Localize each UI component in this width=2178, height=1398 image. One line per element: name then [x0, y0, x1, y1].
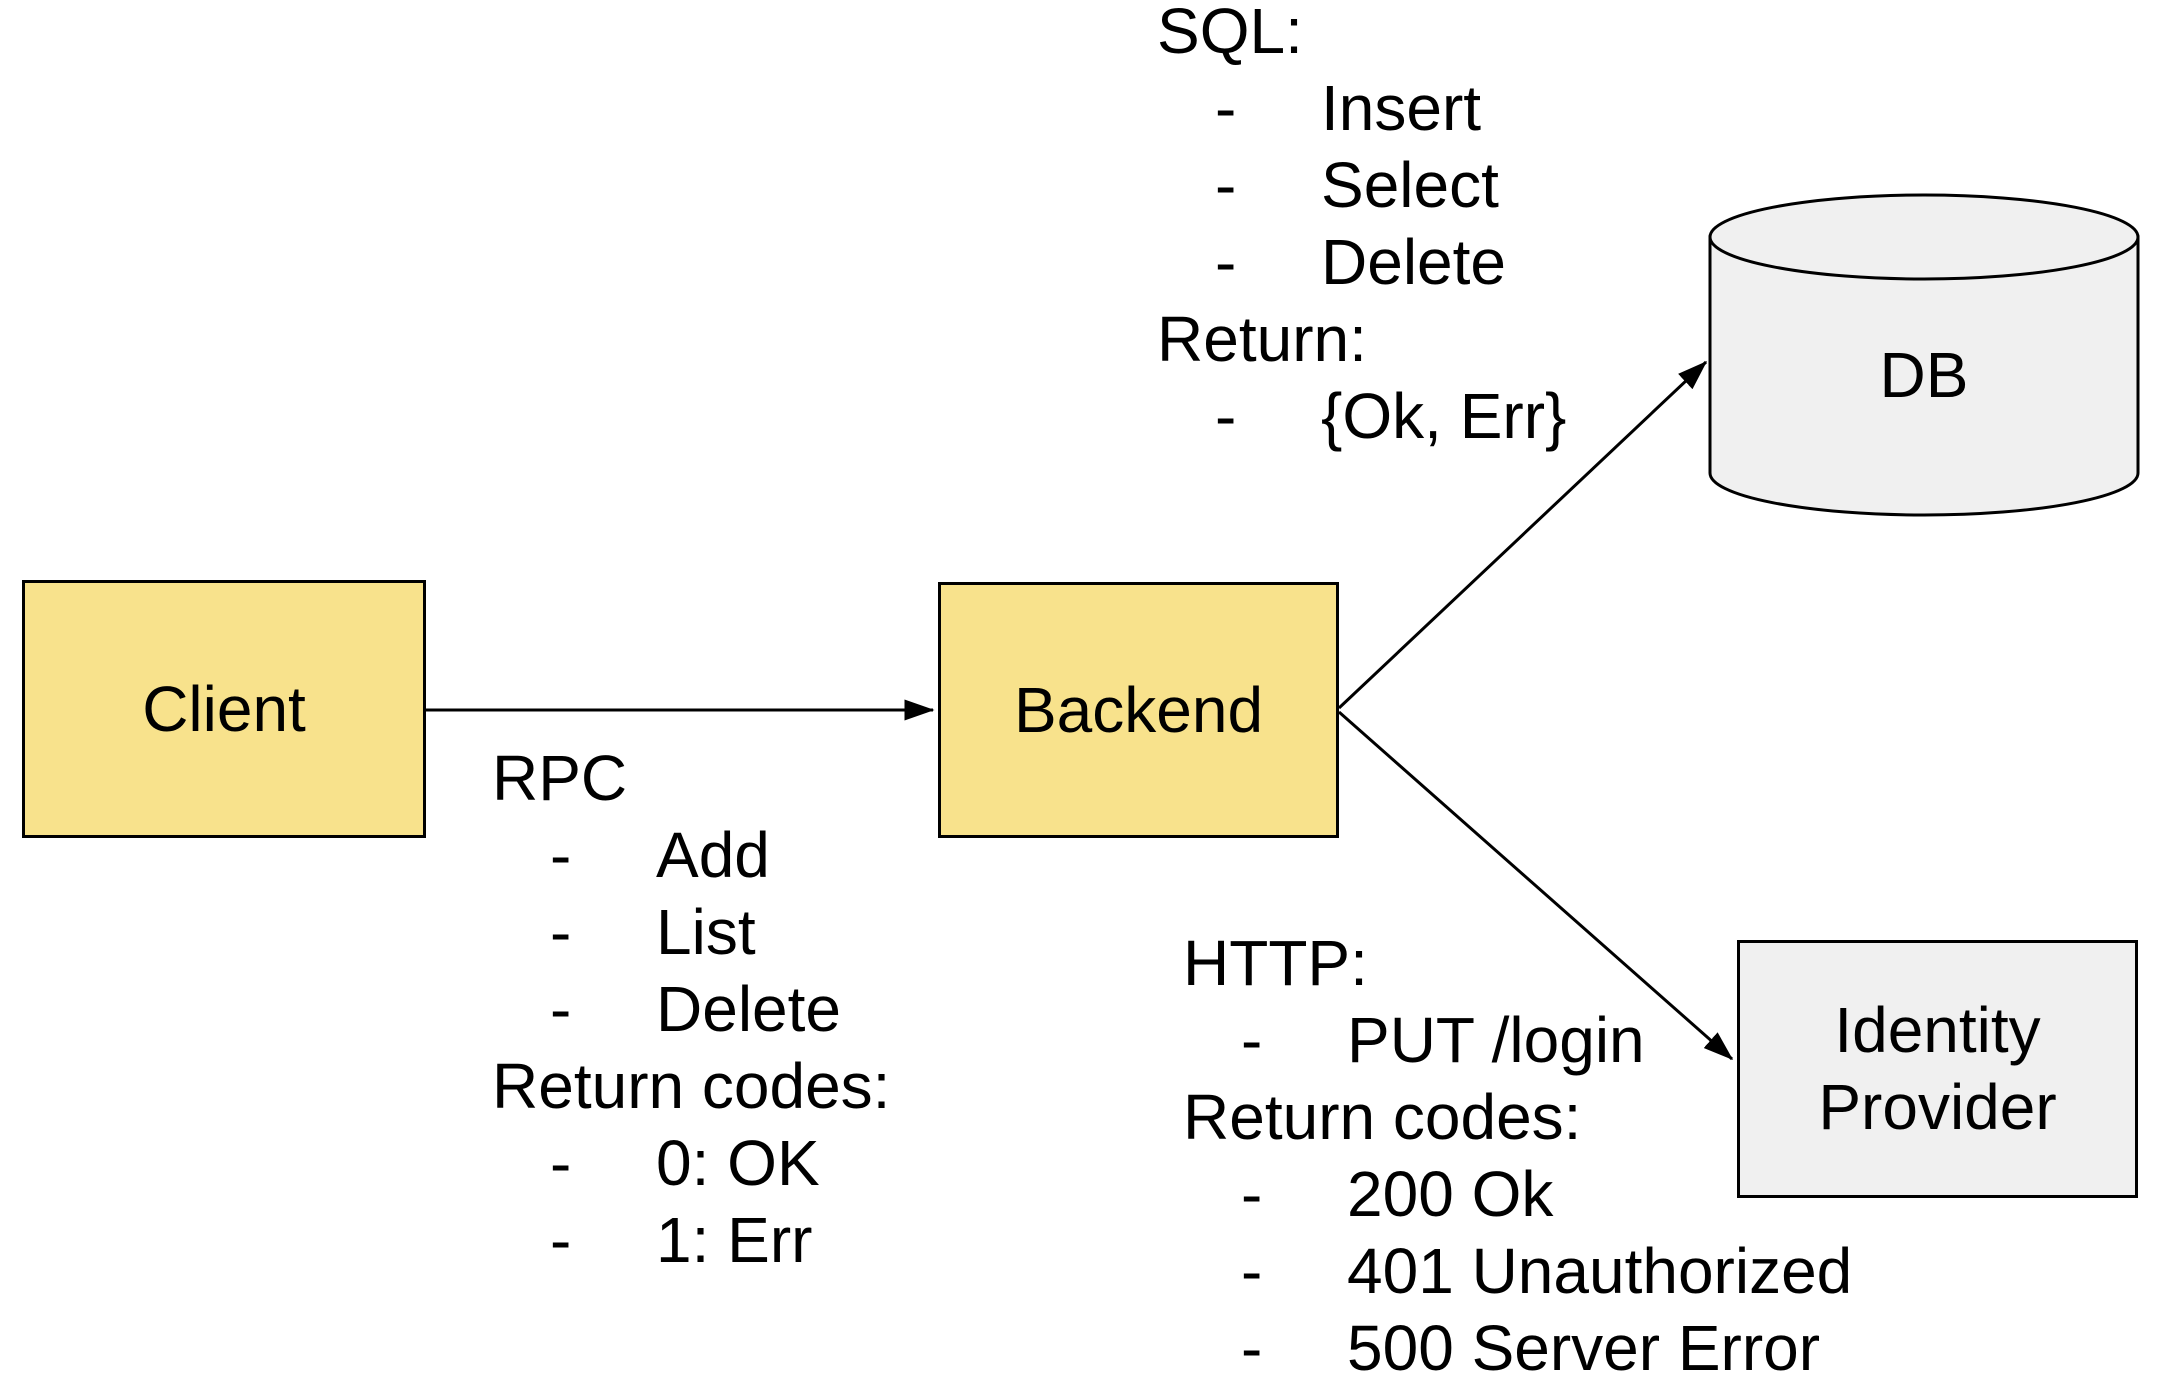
db-cylinder-body	[1708, 235, 2140, 517]
bullet-text: 0: OK	[656, 1127, 820, 1199]
bullet-text: List	[656, 896, 756, 968]
bullet-text: Insert	[1321, 72, 1482, 144]
bullet-text: 1: Err	[656, 1204, 813, 1276]
bullet-item: - PUT /login	[1183, 1002, 1852, 1079]
bullet-item: - 500 Server Error	[1183, 1310, 1852, 1387]
bullet-item: - 200 Ok	[1183, 1156, 1852, 1233]
bullet-item: - Add	[492, 817, 890, 894]
bullet-text: 500 Server Error	[1347, 1312, 1821, 1384]
node-client: Client	[22, 580, 426, 838]
bullet-text: 200 Ok	[1347, 1158, 1554, 1230]
node-backend-label: Backend	[1013, 673, 1264, 746]
bullet-item: - Select	[1157, 147, 1566, 224]
bullet-text: Delete	[1321, 226, 1506, 298]
annotation-rpc-return-title: Return codes:	[492, 1050, 891, 1122]
bullet-text: PUT /login	[1347, 1004, 1645, 1076]
node-client-label: Client	[142, 672, 306, 745]
bullet-dash: -	[550, 973, 572, 1045]
bullet-text: 401 Unauthorized	[1347, 1235, 1853, 1307]
annotation-rpc: RPC - Add - List - Delete Return codes: …	[492, 740, 890, 1279]
node-db-label: DB	[1879, 339, 1969, 411]
bullet-item: - List	[492, 894, 890, 971]
bullet-dash: -	[1215, 72, 1237, 144]
bullet-item: - 0: OK	[492, 1125, 890, 1202]
annotation-http-return-title: Return codes:	[1183, 1081, 1582, 1153]
bullet-dash: -	[1215, 226, 1237, 298]
bullet-item: - Delete	[1157, 224, 1566, 301]
bullet-dash: -	[550, 1204, 572, 1276]
node-identity-provider: Identity Provider	[1737, 940, 2138, 1198]
db-cylinder-top	[1708, 193, 2140, 281]
bullet-dash: -	[1215, 149, 1237, 221]
annotation-sql: SQL: - Insert - Select - Delete Return: …	[1157, 0, 1566, 455]
bullet-dash: -	[550, 1127, 572, 1199]
node-backend: Backend	[938, 582, 1339, 838]
bullet-item: - {Ok, Err}	[1157, 378, 1566, 455]
bullet-dash: -	[550, 896, 572, 968]
bullet-text: Delete	[656, 973, 841, 1045]
bullet-dash: -	[1241, 1004, 1263, 1076]
bullet-dash: -	[1241, 1312, 1263, 1384]
bullet-item: - Insert	[1157, 70, 1566, 147]
bullet-item: - 1: Err	[492, 1202, 890, 1279]
annotation-http: HTTP: - PUT /login Return codes: - 200 O…	[1183, 925, 1852, 1387]
annotation-sql-title: SQL:	[1157, 0, 1303, 67]
annotation-http-title: HTTP:	[1183, 927, 1368, 999]
bullet-item: - 401 Unauthorized	[1183, 1233, 1852, 1310]
annotation-sql-return-title: Return:	[1157, 303, 1367, 375]
bullet-dash: -	[550, 819, 572, 891]
node-identity-provider-label: Identity Provider	[1818, 994, 2057, 1143]
edge-backend-to-db	[1337, 360, 1708, 710]
bullet-item: - Delete	[492, 971, 890, 1048]
annotation-rpc-title: RPC	[492, 742, 628, 814]
bullet-text: Add	[656, 819, 770, 891]
bullet-dash: -	[1241, 1235, 1263, 1307]
bullet-text: {Ok, Err}	[1321, 380, 1567, 452]
bullet-text: Select	[1321, 149, 1499, 221]
edge-backend-to-identity-provider	[1338, 710, 1734, 1061]
bullet-dash: -	[1215, 380, 1237, 452]
bullet-dash: -	[1241, 1158, 1263, 1230]
